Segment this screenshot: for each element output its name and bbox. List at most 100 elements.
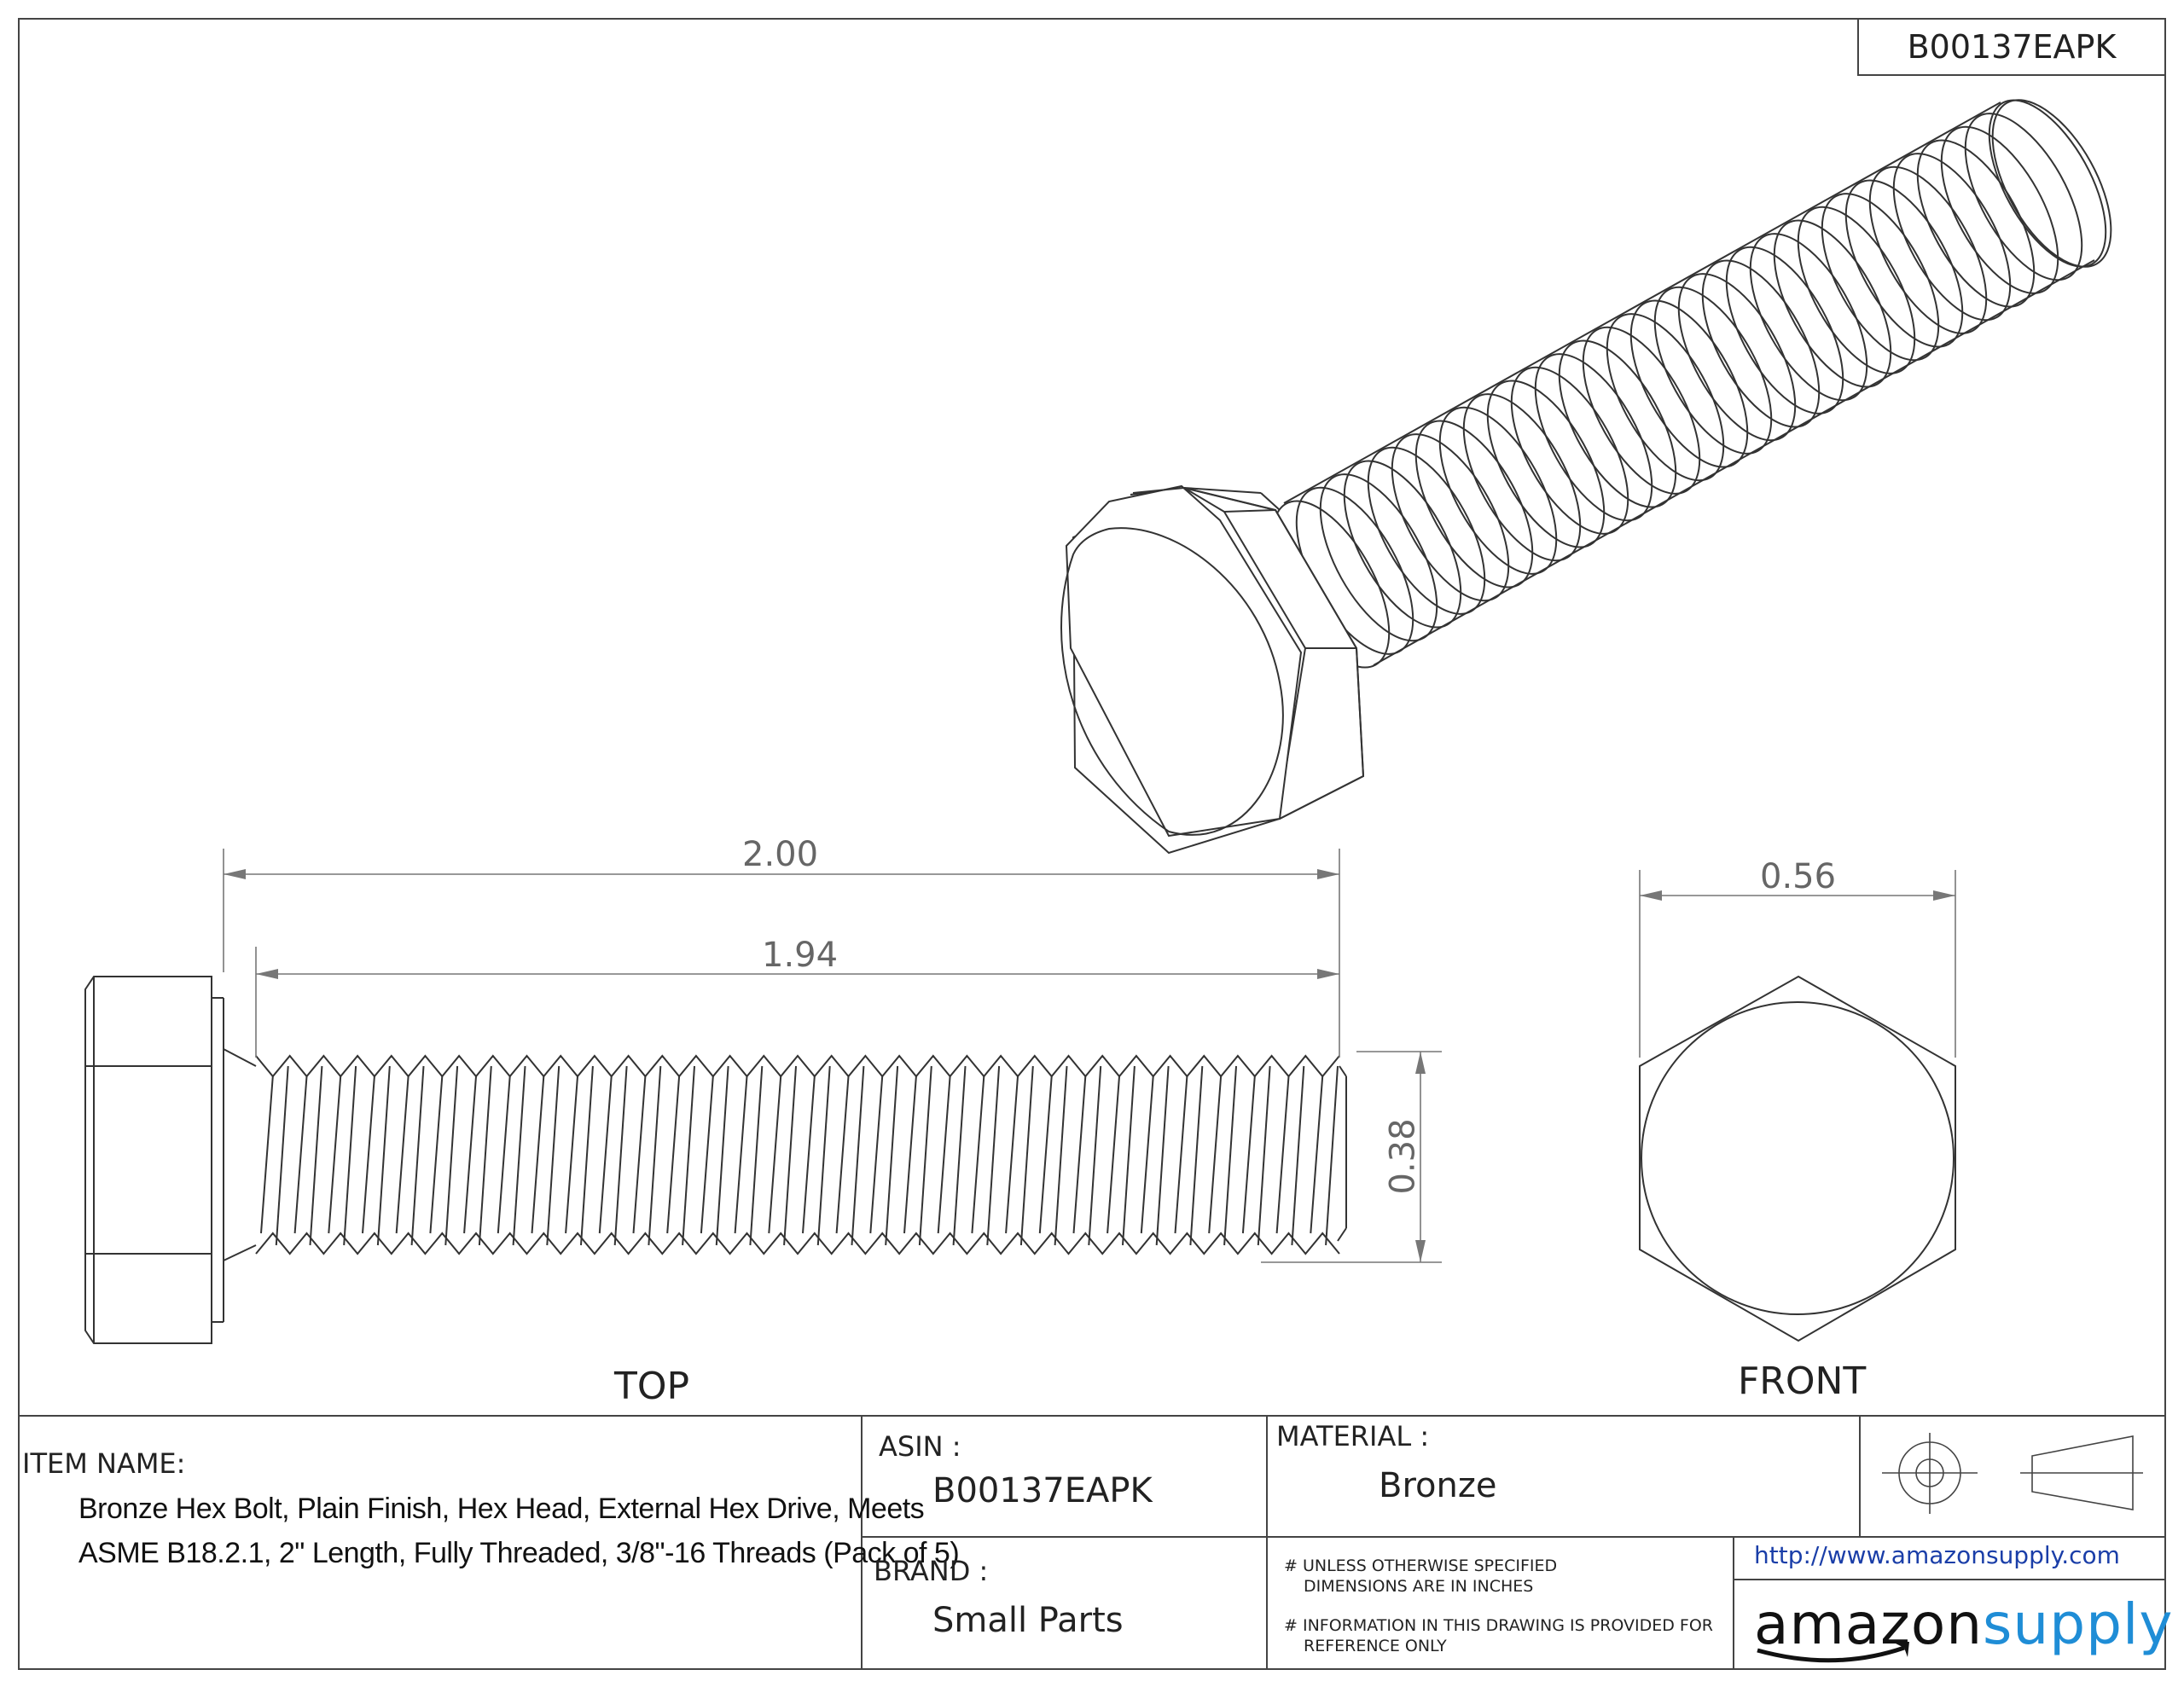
item-name-label: ITEM NAME:: [22, 1447, 186, 1480]
thread-line: [971, 1075, 985, 1234]
thread-line: [275, 1065, 289, 1246]
thread-line: [546, 1065, 561, 1246]
dim-thread-diameter: 0.38: [1383, 1118, 1423, 1195]
thread-line: [531, 1075, 545, 1234]
note-units-line1: # UNLESS OTHERWISE SPECIFIED: [1284, 1557, 1558, 1575]
iso-thread-ring: [1773, 219, 1892, 388]
top-thread-lines: [255, 1054, 1340, 1255]
part-number-header: B00137EAPK: [1907, 28, 2117, 66]
thread-crest-bottom: [255, 1232, 1340, 1255]
dim-hex-across-flats: 0.56: [1760, 857, 1837, 896]
thread-line: [1189, 1065, 1204, 1246]
dim-thread-length: 1.94: [762, 936, 839, 975]
hex-outline: [1639, 975, 1956, 1342]
iso-thread-ring: [1414, 420, 1534, 588]
isometric-view: [1060, 99, 2112, 855]
thread-line: [700, 1075, 714, 1234]
iso-thread-ring: [1725, 246, 1844, 415]
thread-line: [1208, 1075, 1223, 1234]
thread-line: [497, 1075, 511, 1234]
brand-label: BRAND :: [874, 1555, 989, 1587]
thread-line: [478, 1065, 492, 1246]
note-reference-line1: # INFORMATION IN THIS DRAWING IS PROVIDE…: [1284, 1616, 1714, 1635]
thread-line: [1291, 1065, 1305, 1246]
item-name-line2: ASME B18.2.1, 2" Length, Fully Threaded,…: [78, 1537, 960, 1569]
logo-supply-text: supply: [1983, 1591, 2174, 1657]
thread-line: [1088, 1065, 1102, 1246]
view-label-front: FRONT: [1738, 1359, 1867, 1403]
thread-line: [666, 1075, 681, 1234]
iso-thread-ring: [1558, 339, 1677, 508]
iso-thread-ring: [1653, 286, 1773, 455]
iso-thread-ring: [1438, 406, 1558, 575]
thread-line: [885, 1065, 899, 1246]
iso-thread-ring: [1821, 193, 1940, 362]
iso-thread-ring: [1391, 433, 1510, 602]
top-view: [84, 976, 1347, 1344]
thread-line: [937, 1075, 951, 1234]
iso-thread-ring: [1367, 446, 1486, 615]
thread-line: [1275, 1075, 1290, 1234]
iso-thread-ring: [1940, 125, 2059, 294]
iso-thread-ring: [1343, 460, 1462, 629]
title-block: [19, 1415, 2165, 1669]
thread-line: [580, 1065, 594, 1246]
iso-thread-ring: [1534, 353, 1653, 522]
thread-line: [565, 1075, 578, 1234]
iso-thread-ring: [1629, 299, 1749, 468]
item-name-line1: Bronze Hex Bolt, Plain Finish, Hex Head,…: [78, 1493, 925, 1525]
thread-line: [768, 1075, 782, 1234]
iso-thread-ring: [1868, 165, 1988, 334]
bearing-circle: [1641, 1001, 1955, 1315]
projection-symbol: [1882, 1433, 2143, 1514]
thread-line: [1155, 1065, 1170, 1246]
thread-line: [309, 1065, 323, 1246]
iso-thread-rings: [1271, 99, 2107, 669]
dim-overall-length: 2.00: [742, 835, 819, 874]
thread-line: [1310, 1075, 1324, 1234]
amazonsupply-logo: amazonsupply: [1754, 1597, 2173, 1653]
thread-line: [598, 1075, 613, 1234]
brand-value: Small Parts: [932, 1601, 1124, 1640]
thread-line: [1223, 1065, 1237, 1246]
thread-line: [851, 1065, 865, 1246]
thread-line: [715, 1065, 729, 1246]
thread-line: [410, 1065, 425, 1246]
website-link[interactable]: http://www.amazonsupply.com: [1754, 1541, 2120, 1569]
note-units-line2: DIMENSIONS ARE IN INCHES: [1304, 1577, 1534, 1596]
iso-thread-ring: [1701, 259, 1821, 428]
iso-thread-ring: [1988, 99, 2107, 268]
iso-thread-ring: [1677, 273, 1797, 442]
material-value: Bronze: [1379, 1466, 1497, 1505]
iso-thread-ring: [1892, 153, 2012, 322]
iso-thread-ring: [1916, 139, 2036, 308]
thread-line: [1005, 1075, 1019, 1234]
thread-line: [463, 1075, 477, 1234]
iso-thread-ring: [1510, 366, 1629, 535]
thread-line: [343, 1065, 357, 1246]
thread-line: [952, 1065, 967, 1246]
thread-line: [903, 1075, 917, 1234]
thread-line: [648, 1065, 662, 1246]
thread-line: [293, 1075, 308, 1234]
iso-thread-ring: [1797, 206, 1916, 374]
sheet-border: [18, 18, 2166, 1670]
thread-crest-top: [255, 1054, 1340, 1078]
iso-thread-ring: [1749, 233, 1868, 402]
thread-line: [395, 1075, 410, 1234]
thread-line: [1257, 1065, 1271, 1246]
thread-line: [1054, 1065, 1068, 1246]
thread-line: [376, 1065, 391, 1246]
amazon-smile-arrow: [1757, 1645, 1905, 1663]
asin-value: B00137EAPK: [932, 1471, 1153, 1510]
thread-line: [362, 1075, 375, 1234]
thread-line: [1107, 1075, 1120, 1234]
thread-line: [444, 1065, 459, 1246]
amazon-smile-arrowhead: [1892, 1642, 1909, 1657]
thread-line: [1072, 1075, 1087, 1234]
iso-thread-ring: [1606, 313, 1725, 482]
thread-line: [1019, 1065, 1034, 1246]
thread-line: [835, 1075, 850, 1234]
thread-line: [749, 1065, 764, 1246]
thread-line: [1140, 1075, 1154, 1234]
